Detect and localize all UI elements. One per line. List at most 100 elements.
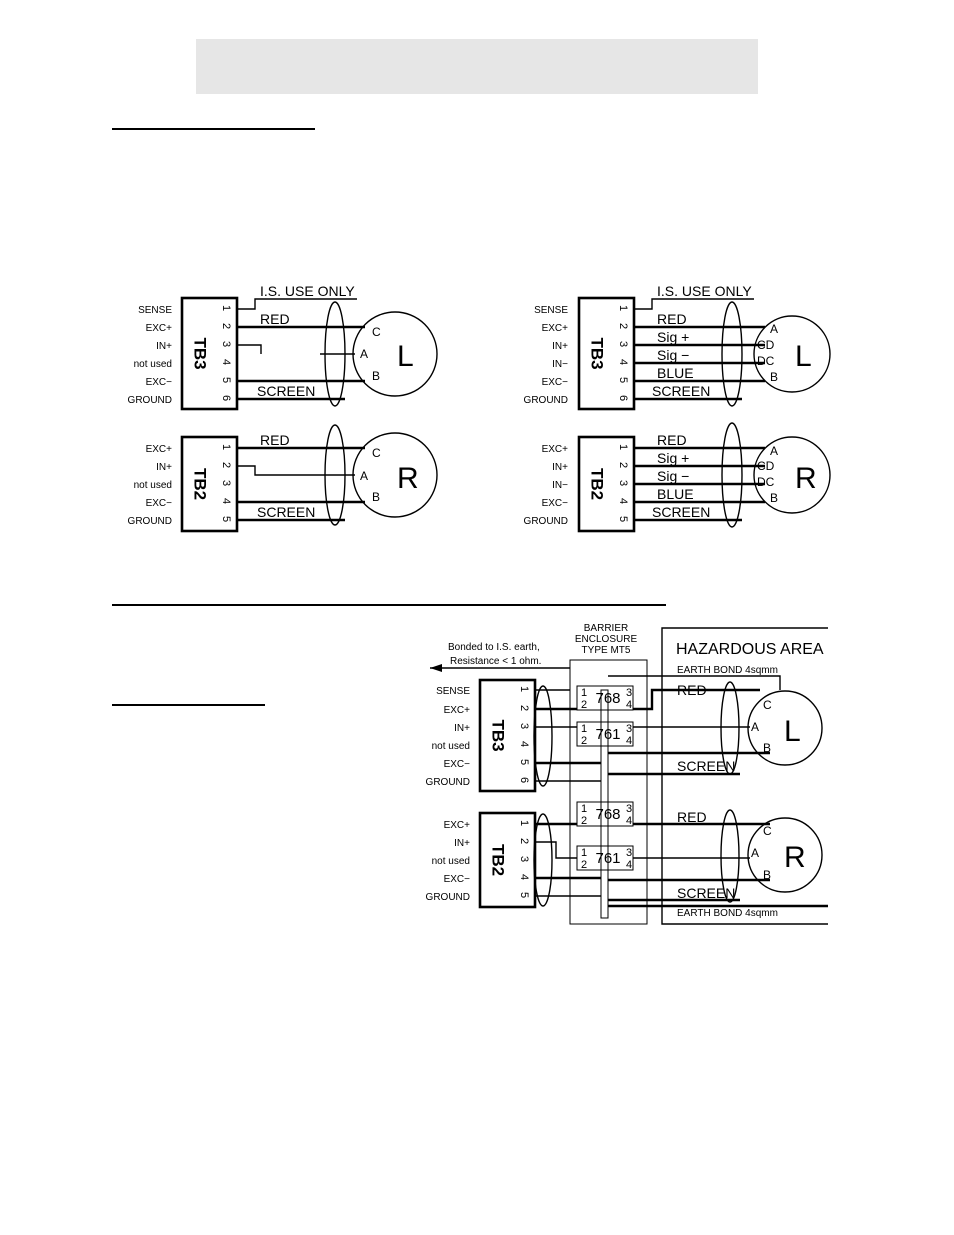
cable-screen-ellipse [720, 681, 740, 775]
wire-label-screen: SCREEN [652, 383, 710, 399]
earth-bond-label-top: EARTH BOND 4sqmm [677, 665, 778, 676]
connector-pin-a: A [751, 720, 759, 734]
barrier-enclosure-label: BARRIER [584, 623, 628, 634]
terminal-pin-number: 3 [617, 480, 629, 486]
connector-right [747, 817, 823, 893]
terminal-block-tb2 [180, 435, 239, 533]
terminal-signal-label: IN+ [156, 462, 172, 473]
section-rule-3 [112, 704, 265, 706]
connector-id-right: R [784, 841, 806, 874]
terminal-pin-number: 5 [518, 759, 530, 765]
terminal-pin-number: 1 [220, 305, 232, 311]
is-use-only-line [237, 298, 357, 310]
terminal-signal-label: EXC+ [542, 323, 569, 334]
barrier-pin: 3 [626, 687, 632, 699]
barrier-pin: 3 [626, 803, 632, 815]
wire-in-plus [237, 465, 355, 476]
terminal-signal-label: IN+ [552, 462, 568, 473]
connector-pin-a: A [360, 469, 368, 483]
barrier-module [576, 721, 634, 747]
cable-screen-ellipse [324, 424, 346, 526]
terminal-signal-label: EXC− [146, 377, 173, 388]
wire-label-red: RED [677, 682, 707, 698]
cable-screen-ellipse [721, 301, 743, 407]
connector-id-left: L [795, 340, 812, 373]
connector-left [747, 690, 823, 766]
terminal-block-tb2 [478, 811, 537, 909]
terminal-pin-number: 5 [220, 516, 232, 522]
wire-red [633, 688, 760, 711]
connector-pin-c: C [372, 325, 381, 339]
connector-id-left: L [397, 340, 414, 373]
terminal-signal-label: EXC− [146, 498, 173, 509]
cable-screen-ellipse [533, 685, 553, 787]
terminal-signal-label: not used [432, 856, 470, 867]
barrier-pin: 4 [626, 859, 632, 871]
connector-left [753, 315, 831, 393]
terminal-pin-number: 2 [617, 462, 629, 468]
wire-in-plus-stub [237, 344, 262, 354]
cable-screen-ellipse [721, 422, 743, 528]
wire-label-red: RED [260, 311, 290, 327]
hazardous-area-label: HAZARDOUS AREA [676, 641, 824, 658]
terminal-signal-label: EXC+ [146, 323, 173, 334]
barrier-number: 768 [595, 690, 620, 707]
connector-pin-dc: DC [757, 354, 775, 368]
connector-pin-c: C [763, 698, 772, 712]
terminal-pin-number: 5 [617, 377, 629, 383]
barrier-pin: 3 [626, 847, 632, 859]
connector-pin-b: B [372, 490, 380, 504]
terminal-pin-number: 4 [220, 498, 232, 504]
connector-pin-a: A [770, 322, 778, 336]
barrier-pin: 3 [626, 723, 632, 735]
cable-screen-ellipse [324, 301, 346, 407]
is-use-only-line [634, 298, 754, 310]
connector-id-right: R [795, 462, 817, 495]
connector-pin-b: B [770, 491, 778, 505]
wire-label-screen: SCREEN [677, 885, 735, 901]
terminal-signal-label: SENSE [138, 305, 172, 316]
terminal-block-label: TB3 [191, 337, 210, 369]
terminal-block-label: TB2 [489, 844, 508, 876]
terminal-pin-number: 2 [518, 705, 530, 711]
wire-in-plus [535, 841, 577, 859]
terminal-signal-label: SENSE [436, 686, 470, 697]
barrier-number: 768 [595, 806, 620, 823]
terminal-pin-number: 3 [220, 341, 232, 347]
terminal-pin-number: 1 [518, 686, 530, 692]
connector-pin-b: B [763, 741, 771, 755]
connector-pin-a: A [751, 846, 759, 860]
terminal-pin-number: 6 [518, 777, 530, 783]
terminal-signal-label: IN− [552, 480, 568, 491]
terminal-signal-label: EXC+ [444, 820, 471, 831]
connector-pin-a: A [770, 444, 778, 458]
wire-label-screen: SCREEN [677, 758, 735, 774]
is-use-only-label: I.S. USE ONLY [657, 283, 752, 299]
barrier-module [576, 685, 634, 711]
terminal-pin-number: 3 [220, 480, 232, 486]
terminal-pin-number: 6 [220, 395, 232, 401]
wire-label-red: RED [657, 311, 687, 327]
connector-pin-c: C [372, 446, 381, 460]
wire-label-red: RED [657, 432, 687, 448]
terminal-signal-label: GROUND [128, 395, 172, 406]
terminal-pin-number: 4 [518, 741, 530, 747]
terminal-block-tb3 [577, 296, 636, 411]
terminal-signal-label: EXC− [444, 759, 471, 770]
wire-label-blue: BLUE [657, 486, 694, 502]
connector-right [753, 436, 831, 514]
connector-pin-c: C [763, 824, 772, 838]
terminal-pin-number: 5 [518, 892, 530, 898]
earth-bond-top [608, 675, 781, 690]
connector-pin-b: B [372, 369, 380, 383]
terminal-signal-label: EXC− [444, 874, 471, 885]
cable-screen-ellipse [533, 813, 553, 907]
terminal-block-label: TB2 [191, 468, 210, 500]
terminal-pin-number: 4 [617, 359, 629, 365]
terminal-pin-number: 4 [518, 874, 530, 880]
terminal-signal-label: EXC+ [542, 444, 569, 455]
terminal-pin-number: 5 [617, 516, 629, 522]
terminal-signal-label: not used [134, 359, 172, 370]
cable-screen-ellipse [720, 809, 740, 903]
